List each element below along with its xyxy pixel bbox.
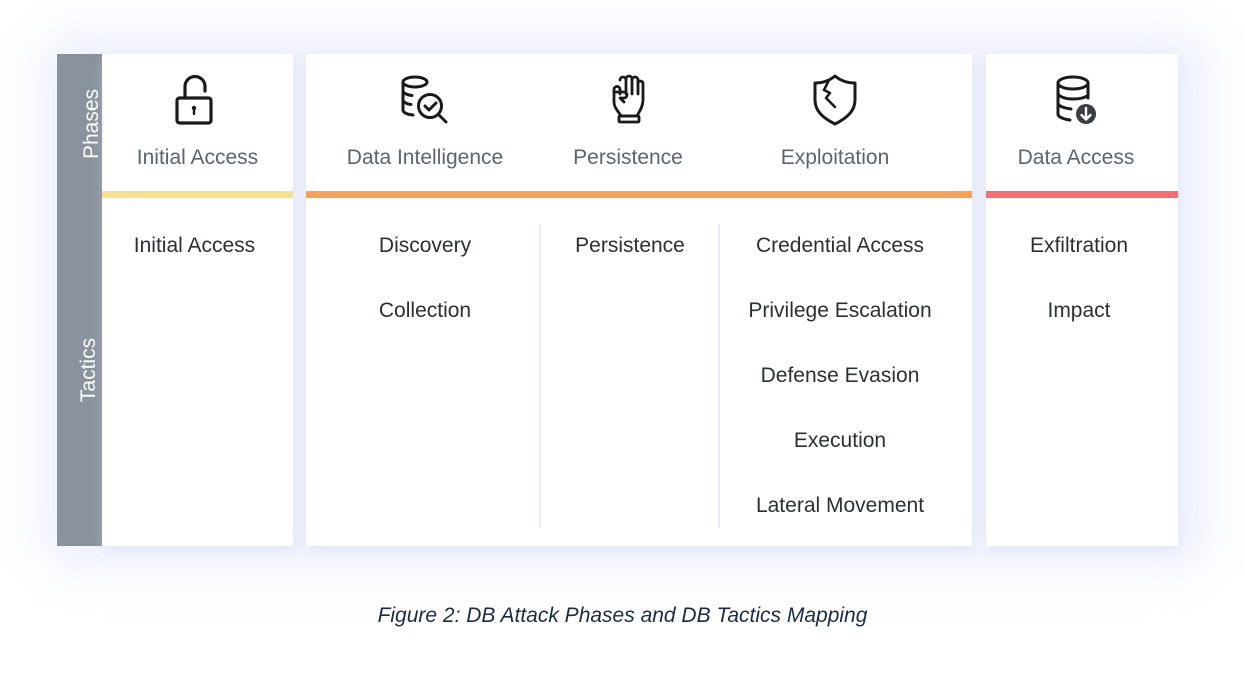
tactic-discovery: Discovery <box>378 234 472 257</box>
phase-initial-access: Initial Access <box>102 54 293 198</box>
broken-shield-icon <box>805 70 865 130</box>
tactic-privilege-escalation: Privilege Escalation <box>748 299 932 322</box>
database-search-check-icon <box>395 70 455 130</box>
middle-phases-panel: Data Intelligence Persistence <box>306 54 972 546</box>
column-divider <box>539 224 541 528</box>
tactic-credential-access: Credential Access <box>755 234 925 257</box>
initial-access-panel: Initial Access Initial Access <box>102 54 293 546</box>
tactic-exfiltration: Exfiltration <box>1029 234 1129 257</box>
tactics-row-label: Tactics <box>77 337 101 403</box>
phase-data-intelligence: Data Intelligence <box>306 54 544 191</box>
figure-caption: Figure 2: DB Attack Phases and DB Tactic… <box>377 604 868 627</box>
tactic-impact: Impact <box>1047 299 1111 322</box>
initial-access-tactics: Initial Access <box>102 224 287 289</box>
data-access-color-bar <box>986 191 1178 198</box>
data-intelligence-tactics: Discovery Collection <box>306 224 544 354</box>
tactic-defense-evasion: Defense Evasion <box>760 364 920 387</box>
database-download-icon <box>1046 70 1106 130</box>
initial-access-color-bar <box>102 191 293 198</box>
phases-row-label: Phases <box>80 88 104 160</box>
tactic-collection: Collection <box>378 299 472 322</box>
open-padlock-icon <box>168 70 228 130</box>
phase-persistence: Persistence <box>544 54 712 191</box>
phase-exploitation: Exploitation <box>712 54 958 191</box>
persistence-tactics: Persistence <box>541 224 719 289</box>
tactic-lateral-movement: Lateral Movement <box>755 494 925 517</box>
tactic-initial-access: Initial Access <box>133 234 256 257</box>
tactic-execution: Execution <box>793 429 887 452</box>
exploitation-tactics: Credential Access Privilege Escalation D… <box>720 224 960 549</box>
raised-fist-icon <box>598 70 658 130</box>
data-access-panel: Data Access Exfiltration Impact <box>986 54 1178 546</box>
middle-color-bar <box>306 191 972 198</box>
row-label-bar: Phases Tactics <box>57 54 104 546</box>
column-divider <box>718 224 720 528</box>
phase-data-access: Data Access <box>986 54 1178 198</box>
data-access-tactics: Exfiltration Impact <box>986 224 1172 354</box>
tactic-persistence: Persistence <box>575 234 685 257</box>
